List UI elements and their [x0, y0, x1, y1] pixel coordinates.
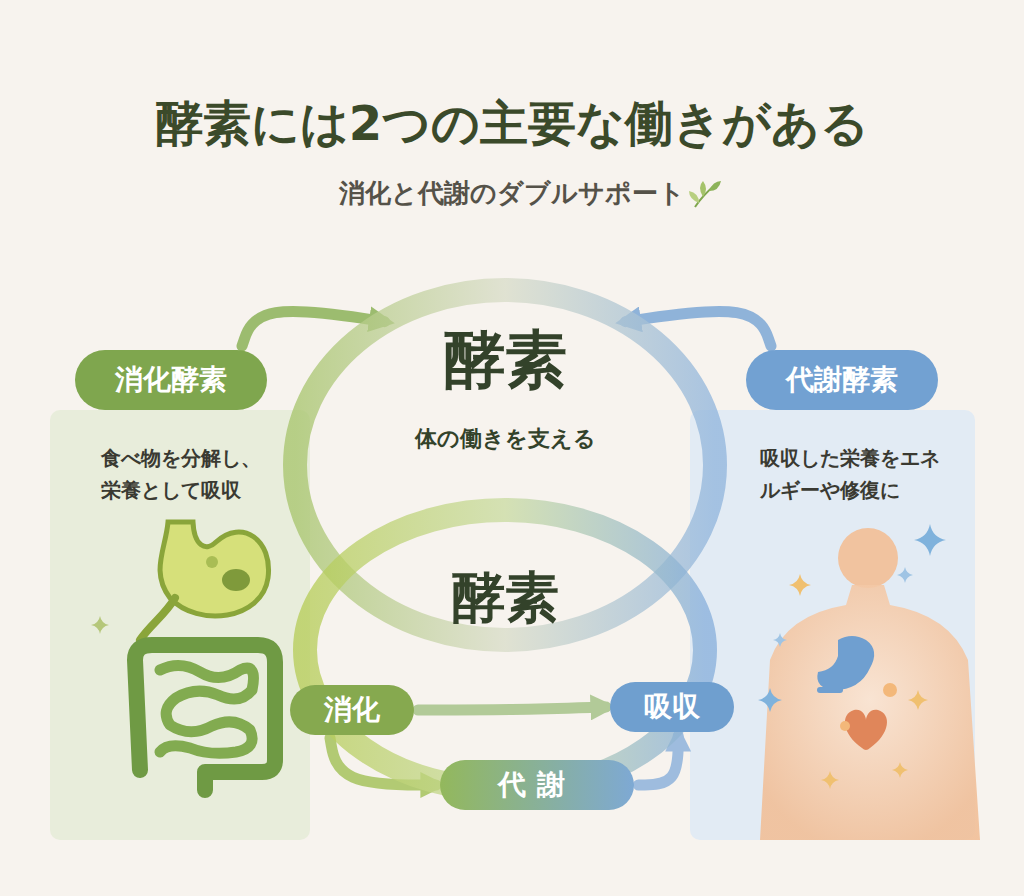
process-pill: 吸収 [610, 682, 734, 732]
enzyme-circle: 酵素 [305, 510, 705, 790]
panel-heading: 代謝酵素 [746, 350, 938, 410]
caption: 消化と代謝のダブルサポート [339, 178, 685, 208]
circle-title: 酵素 [295, 318, 715, 402]
leaf-icon [689, 181, 721, 207]
intestine-illustration [135, 645, 275, 790]
enzyme-panel: 代謝酵素吸収した栄養をエネルギーや修復に [746, 350, 938, 410]
panel-body: 食べ物を分解し、栄養として吸収 [101, 442, 279, 506]
flow-arrow [418, 707, 606, 710]
human-figure [760, 528, 980, 840]
process-pill: 代謝 [440, 760, 634, 810]
left-panel [50, 410, 310, 840]
sparkles [91, 524, 946, 789]
process-pill: 消化 [290, 685, 414, 735]
pill-label: 吸収 [610, 682, 734, 732]
circle-title: 酵素 [305, 562, 705, 635]
caption-row: 消化と代謝のダブルサポート [0, 176, 1024, 211]
stomach-illustration [140, 522, 269, 640]
ring-outline [305, 510, 705, 790]
panel-heading: 消化酵素 [75, 350, 267, 410]
enzyme-panel: 消化酵素食べ物を分解し、栄養として吸収 [75, 350, 267, 410]
panel-body: 吸収した栄養をエネルギーや修復に [760, 442, 956, 506]
pill-label: 消化 [290, 685, 414, 735]
pill-label: 代謝 [440, 760, 634, 810]
title: 酵素には2つの主要な働きがある [0, 92, 1024, 156]
circle-subtitle: 体の働きを支える [295, 424, 715, 454]
